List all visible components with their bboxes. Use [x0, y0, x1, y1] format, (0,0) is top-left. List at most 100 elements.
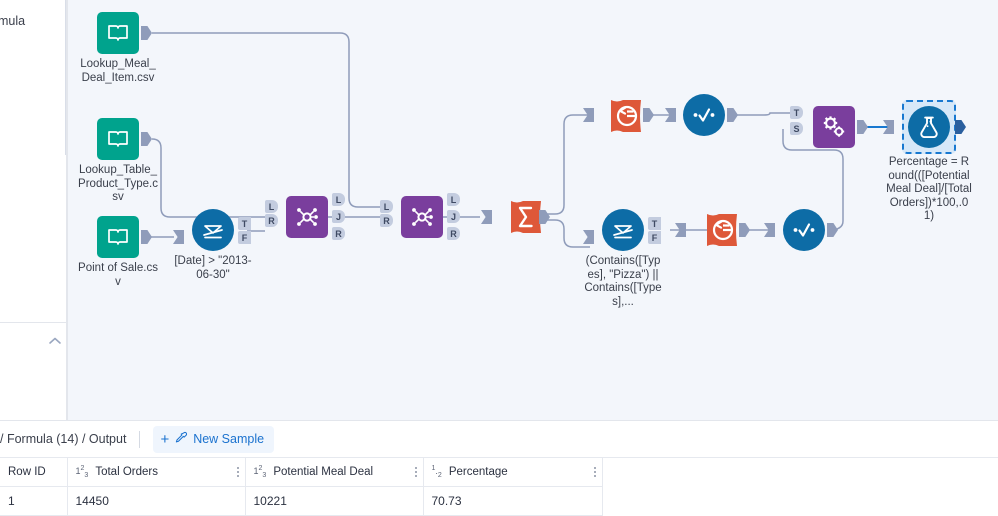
join-j-output-anchor[interactable]: J	[447, 210, 460, 223]
node-join-1[interactable]: L R L J R	[265, 193, 345, 240]
cell-percentage: 70.73	[423, 486, 603, 516]
join-right-input-anchor[interactable]: R	[380, 214, 393, 227]
node-input-anchor[interactable]	[173, 230, 184, 244]
node-label: Point of Sale.csv	[78, 262, 158, 288]
results-toolbar: / Formula (14) / Output + New Sample	[0, 421, 998, 458]
filter-false-anchor[interactable]: F	[648, 231, 661, 244]
filter-true-anchor[interactable]: T	[238, 217, 251, 230]
chevron-up-icon[interactable]	[48, 334, 62, 346]
node-select-1[interactable]	[683, 94, 738, 136]
node-output-anchor[interactable]	[141, 132, 152, 146]
node-label: (Contains([Types], "Pizza") || Contains(…	[584, 255, 662, 308]
count-records-icon	[701, 209, 743, 251]
formula-flask-icon	[908, 106, 950, 148]
workflow-canvas[interactable]: Lookup_Meal_Deal_Item.csv Lookup_Table_P…	[67, 0, 998, 420]
filter-funnel-icon	[192, 209, 234, 251]
panel-inner-rule	[65, 0, 66, 155]
node-output-anchor[interactable]	[827, 223, 838, 237]
node-output-anchor[interactable]	[643, 108, 654, 122]
node-count-records-2[interactable]	[675, 209, 775, 251]
filter-true-anchor[interactable]: T	[648, 217, 661, 230]
node-label: Lookup_Table_Product_Type.csv	[78, 164, 158, 203]
cell-potential-meal-deal: 10221	[245, 486, 424, 516]
plus-icon: +	[160, 430, 170, 448]
node-count-records-1[interactable]	[583, 95, 676, 137]
join-r-output-anchor[interactable]: R	[332, 227, 345, 240]
results-panel: / Formula (14) / Output + New Sample Row…	[0, 420, 998, 516]
node-summarize[interactable]	[481, 196, 550, 238]
column-label: Percentage	[448, 465, 508, 478]
node-output-anchor[interactable]	[539, 210, 550, 224]
node-label: Lookup_Meal_Deal_Item.csv	[80, 58, 156, 84]
node-output-anchor[interactable]	[857, 120, 868, 134]
column-header-total-orders[interactable]: 123 Total Orders	[67, 458, 246, 487]
node-output-anchor[interactable]	[739, 223, 750, 237]
node-formula-percentage[interactable]: Percentage = Round(([Potential Meal Deal…	[886, 100, 972, 222]
node-input-anchor[interactable]	[583, 230, 594, 244]
kebab-menu-icon[interactable]	[236, 465, 239, 479]
left-panel: mula	[0, 0, 67, 420]
append-source-anchor[interactable]: S	[790, 122, 803, 135]
new-sample-button[interactable]: + New Sample	[153, 425, 275, 453]
node-input-lookup-meal-deal-item[interactable]: Lookup_Meal_Deal_Item.csv	[80, 12, 156, 84]
column-header-percentage[interactable]: 1.2 Percentage	[423, 458, 603, 487]
join-icon	[286, 196, 328, 238]
join-left-input-anchor[interactable]: L	[265, 200, 278, 213]
kebab-menu-icon[interactable]	[414, 465, 417, 479]
node-output-anchor[interactable]	[727, 108, 738, 122]
new-sample-label: New Sample	[193, 432, 265, 446]
int-type-icon: 123	[75, 464, 89, 479]
filter-funnel-icon	[602, 209, 644, 251]
join-icon	[401, 196, 443, 238]
node-output-anchor[interactable]	[141, 230, 152, 244]
table-header-row: Row ID 123 Total Orders 123 Potenti	[0, 458, 603, 487]
append-target-anchor[interactable]: T	[790, 106, 803, 119]
left-panel-divider	[0, 322, 67, 323]
join-j-output-anchor[interactable]: J	[332, 210, 345, 223]
node-output-anchor[interactable]	[141, 26, 152, 40]
eyedropper-icon	[174, 431, 188, 448]
double-type-icon: 1.2	[431, 464, 442, 479]
node-output-anchor[interactable]	[955, 120, 966, 134]
append-fields-gears-icon	[813, 106, 855, 148]
node-input-anchor[interactable]	[481, 210, 492, 224]
left-panel-label: mula	[0, 14, 26, 28]
node-input-anchor[interactable]	[583, 108, 594, 122]
node-input-anchor[interactable]	[675, 223, 686, 237]
count-records-icon	[605, 95, 647, 137]
table-row[interactable]: 1 14450 10221 70.73	[0, 486, 603, 516]
cell-total-orders: 14450	[67, 486, 246, 516]
int-type-icon: 123	[253, 464, 267, 479]
join-left-input-anchor[interactable]: L	[380, 200, 393, 213]
summarize-sigma-icon	[505, 196, 547, 238]
join-right-input-anchor[interactable]: R	[265, 214, 278, 227]
node-input-lookup-table-product-type[interactable]: Lookup_Table_Product_Type.csv	[78, 118, 158, 203]
node-filter-date[interactable]: T F [Date] > "2013-06-30"	[173, 209, 252, 281]
node-input-point-of-sale[interactable]: Point of Sale.csv	[78, 216, 158, 288]
filter-false-anchor[interactable]: F	[238, 231, 251, 244]
join-r-output-anchor[interactable]: R	[447, 227, 460, 240]
node-select-2[interactable]	[783, 209, 838, 251]
select-checkmark-icon	[783, 209, 825, 251]
column-header-potential-meal-deal[interactable]: 123 Potential Meal Deal	[245, 458, 424, 487]
toolbar-divider	[139, 430, 141, 448]
results-table: Row ID 123 Total Orders 123 Potenti	[0, 458, 603, 516]
node-filter-pizza[interactable]: T F (Contains([Types], "Pizza") || Conta…	[583, 209, 662, 308]
node-join-2[interactable]: L R L J R	[380, 193, 460, 240]
next-input-anchor[interactable]	[665, 108, 676, 122]
next-input-anchor[interactable]	[883, 120, 894, 134]
book-input-data-icon	[97, 216, 139, 258]
column-label: Potential Meal Deal	[273, 465, 374, 478]
join-l-output-anchor[interactable]: L	[447, 193, 460, 206]
column-label: Total Orders	[95, 465, 158, 478]
cell-row-id: 1	[0, 486, 68, 516]
join-l-output-anchor[interactable]: L	[332, 193, 345, 206]
node-append-fields[interactable]: T S	[790, 106, 894, 148]
book-input-data-icon	[97, 118, 139, 160]
breadcrumb[interactable]: / Formula (14) / Output	[0, 432, 127, 446]
column-header-row-id[interactable]: Row ID	[0, 458, 68, 487]
node-label: Percentage = Round(([Potential Meal Deal…	[886, 156, 972, 222]
book-input-data-icon	[97, 12, 139, 54]
next-input-anchor[interactable]	[764, 223, 775, 237]
kebab-menu-icon[interactable]	[593, 465, 596, 479]
